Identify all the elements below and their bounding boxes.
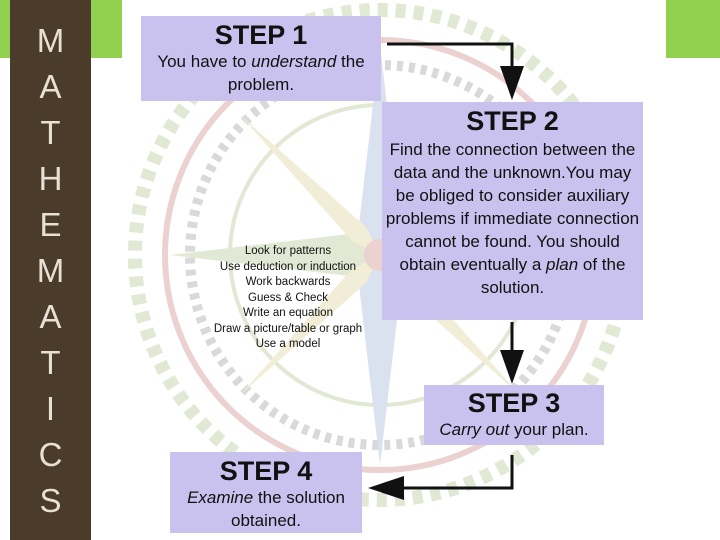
sidebar-letter: S xyxy=(39,482,62,519)
step-4-emphasis: Examine xyxy=(187,488,254,507)
step-4-title: STEP 4 xyxy=(219,456,313,486)
strategy-item: Look for patterns xyxy=(244,245,332,257)
vertical-word: M A T H E M A T I C S xyxy=(10,18,91,524)
strategy-item: Use deduction or induction xyxy=(219,260,357,273)
arrow-step3-to-step4 xyxy=(392,455,514,490)
sidebar-letter: M xyxy=(36,22,65,59)
strategy-item: Use a model xyxy=(255,338,321,350)
strategy-list: Look for patterns Use deduction or induc… xyxy=(200,244,376,353)
sidebar-letter: A xyxy=(39,68,62,105)
sidebar-letter: A xyxy=(39,298,62,335)
step-3-text: Carry out your plan. xyxy=(439,420,589,439)
step-3-title: STEP 3 xyxy=(467,388,561,418)
strategy-item: Write an equation xyxy=(243,307,333,319)
step-2-title: STEP 2 xyxy=(466,106,559,136)
step-3-emphasis: Carry out xyxy=(439,420,510,439)
strategy-item: Draw a picture/table or graph xyxy=(213,322,363,335)
step-3-box: STEP 3 Carry out your plan. xyxy=(424,385,604,445)
step-4-text: Examine the solution obtained. xyxy=(187,488,345,530)
arrowhead-step4 xyxy=(368,476,404,500)
sidebar-letter: C xyxy=(38,436,63,473)
green-accent-block-right xyxy=(666,0,720,58)
arrowhead-step3 xyxy=(500,350,524,384)
step-4-box: STEP 4 Examine the solution obtained. xyxy=(170,452,362,533)
green-accent-strip xyxy=(0,0,10,58)
sidebar-letter: E xyxy=(39,206,62,243)
sidebar-letter: T xyxy=(40,114,61,151)
sidebar-letter: I xyxy=(45,390,56,427)
green-accent-block-left xyxy=(91,0,122,58)
sidebar-panel xyxy=(10,0,91,540)
step-2-text: Find the connection between the data and… xyxy=(385,140,640,297)
step-1-title: STEP 1 xyxy=(214,20,308,50)
strategy-item: Guess & Check xyxy=(248,291,328,304)
step-2-emphasis: plan xyxy=(546,255,579,274)
sidebar-letter: M xyxy=(36,252,65,289)
sidebar-letter: T xyxy=(40,344,61,381)
arrowhead-step2 xyxy=(500,66,524,100)
sidebar-letter: H xyxy=(38,160,63,197)
step-2-box: STEP 2 Find the connection between the d… xyxy=(382,102,643,320)
step-1-emphasis: understand xyxy=(251,52,337,71)
arrow-step1-to-step2 xyxy=(387,42,514,78)
strategy-item: Work backwards xyxy=(245,276,331,288)
